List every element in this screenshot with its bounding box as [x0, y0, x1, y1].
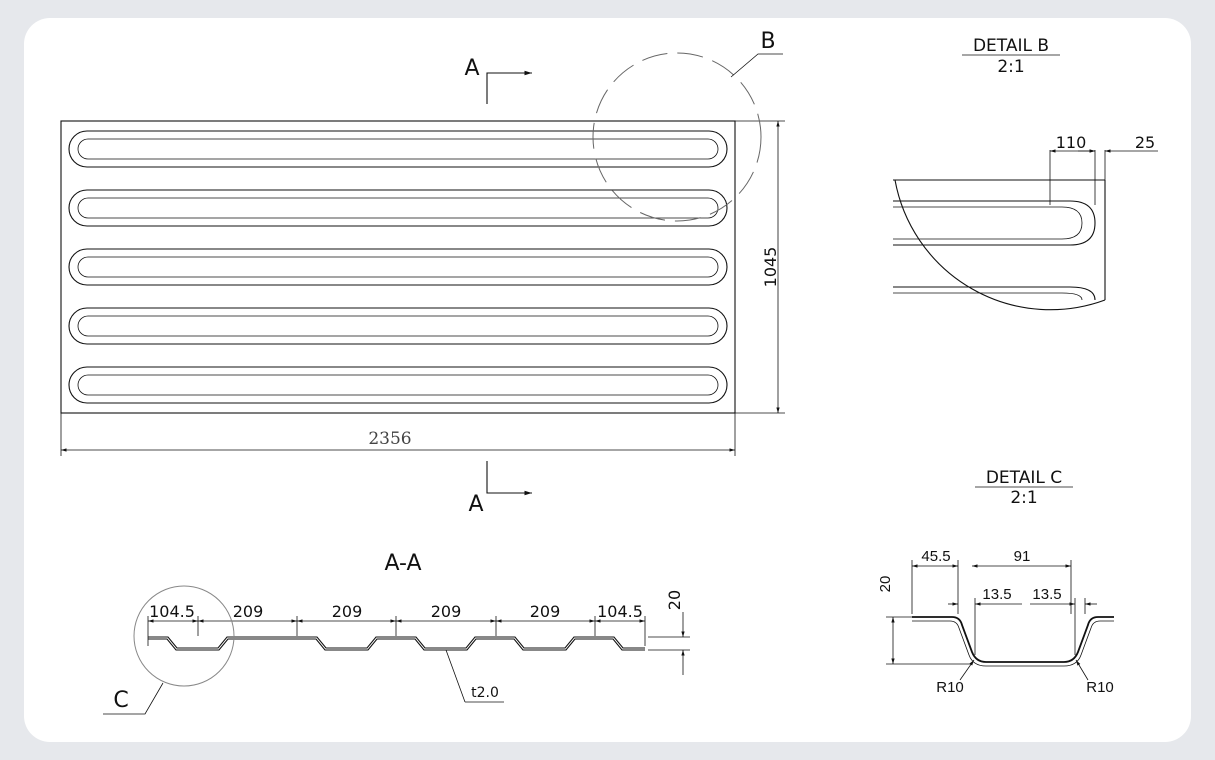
section-dim-1: 104.5 [149, 602, 195, 621]
width-dimension: 2356 [60, 413, 736, 456]
detail-c-scale: 2:1 [1010, 488, 1037, 508]
section-dim-6: 104.5 [597, 602, 643, 621]
detail-c-profile-inner [912, 620, 1114, 667]
detail-b-view: DETAIL B 2:1 110 25 [893, 36, 1158, 311]
detail-c-dim-13-5-left: 13.5 [982, 586, 1011, 603]
detail-c-dim-20: 20 [877, 576, 894, 593]
detail-b-scale: 2:1 [997, 57, 1024, 77]
detail-c-view: DETAIL C 2:1 45.5 91 13.5 13.5 20 [877, 468, 1114, 696]
corrugated-profile-inner [148, 638, 645, 651]
section-label-top: A [464, 56, 479, 81]
detail-c-profile-outer [912, 616, 1114, 663]
detail-c-callout-label: C [113, 688, 128, 713]
rib-2 [68, 189, 728, 227]
section-marker-bottom: A [468, 461, 532, 517]
detail-b-rib-ends [893, 200, 1096, 301]
detail-b-dim-110: 110 [1056, 133, 1087, 152]
detail-b-boundary-arc [894, 179, 1106, 311]
corrugated-profile [148, 636, 645, 649]
section-dim-5: 209 [530, 602, 561, 621]
main-plan-view: 2356 1045 A A B [60, 29, 785, 517]
height-dimension: 1045 [735, 120, 785, 414]
detail-b-callout-circle: B [592, 29, 783, 222]
thickness-leader: t2.0 [445, 649, 504, 703]
rib-3 [68, 248, 728, 286]
detail-c-callout-circle: C [103, 585, 235, 715]
detail-b-callout-label: B [760, 29, 775, 54]
section-marker-top: A [464, 56, 532, 104]
detail-b-dim-25: 25 [1135, 133, 1155, 152]
thickness-label: t2.0 [471, 685, 499, 701]
detail-c-radius-left: R10 [936, 679, 964, 696]
detail-c-radius-right: R10 [1086, 679, 1114, 696]
rib-5 [68, 366, 728, 404]
rib-1 [68, 130, 728, 168]
section-aa-view: A-A 104.5 209 209 209 209 104.5 [103, 551, 690, 715]
detail-c-dim-13-5-right: 13.5 [1032, 586, 1061, 603]
section-height-dimension: 20 [648, 590, 690, 675]
section-label-bottom: A [468, 492, 483, 517]
detail-c-dim-91: 91 [1014, 548, 1031, 565]
detail-b-title: DETAIL B [973, 36, 1049, 56]
section-dim-4: 209 [431, 602, 462, 621]
section-aa-title: A-A [384, 551, 421, 576]
detail-c-dim-45-5: 45.5 [921, 548, 950, 565]
width-dim-label: 2356 [368, 429, 411, 449]
section-height-label: 20 [665, 590, 684, 610]
height-dim-label: 1045 [761, 247, 780, 288]
rib-4 [68, 307, 728, 345]
detail-c-title: DETAIL C [986, 468, 1062, 488]
section-dim-2: 209 [233, 602, 264, 621]
panel-outline [60, 120, 736, 414]
section-dim-3: 209 [332, 602, 363, 621]
